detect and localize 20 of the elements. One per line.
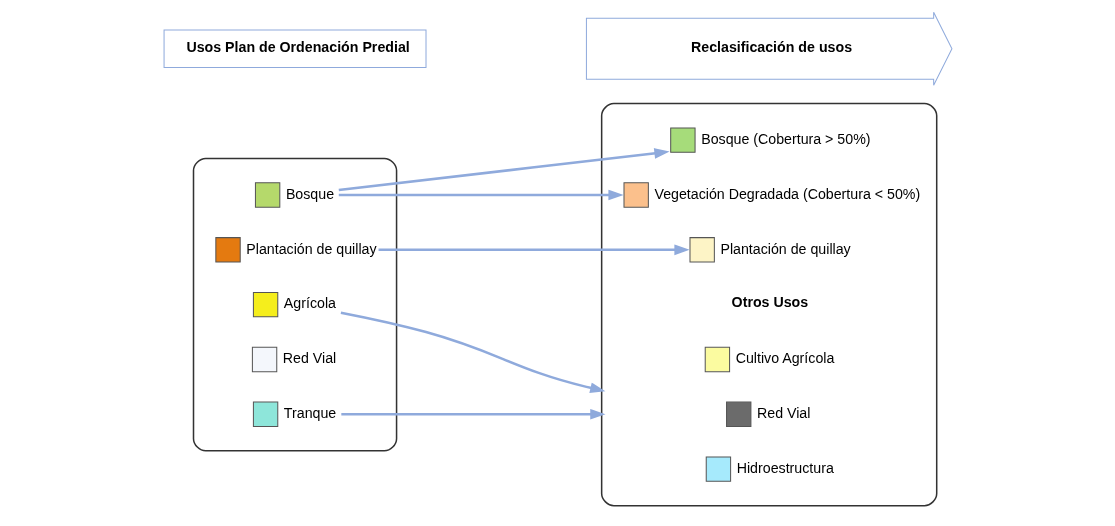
node-label: Tranque (283, 405, 336, 422)
node-box: Usos Plan de Ordenación Predial (163, 29, 426, 69)
node-text: Otros Usos (731, 294, 808, 311)
node-label: Red Vial (756, 405, 810, 422)
node-label: Agrícola (283, 295, 336, 312)
node-label: Bosque (Cobertura > 50%) (700, 130, 871, 147)
arrow (340, 408, 605, 420)
node-label: Vegetación Degradada (Cobertura < 50%) (653, 185, 920, 202)
arrow (340, 311, 605, 394)
node-label: Plantación de quillay (245, 240, 377, 257)
node-label: Red Vial (282, 350, 336, 367)
node-label: Hidroestructura (736, 459, 834, 476)
cluster (600, 102, 937, 507)
arrow (338, 189, 624, 201)
node-label: Plantación de quillay (719, 240, 851, 257)
cluster (192, 157, 397, 452)
node-label: Bosque (285, 185, 334, 202)
arrow (378, 244, 690, 256)
node-label: Cultivo Agrícola (735, 350, 834, 367)
arrow (338, 148, 670, 192)
